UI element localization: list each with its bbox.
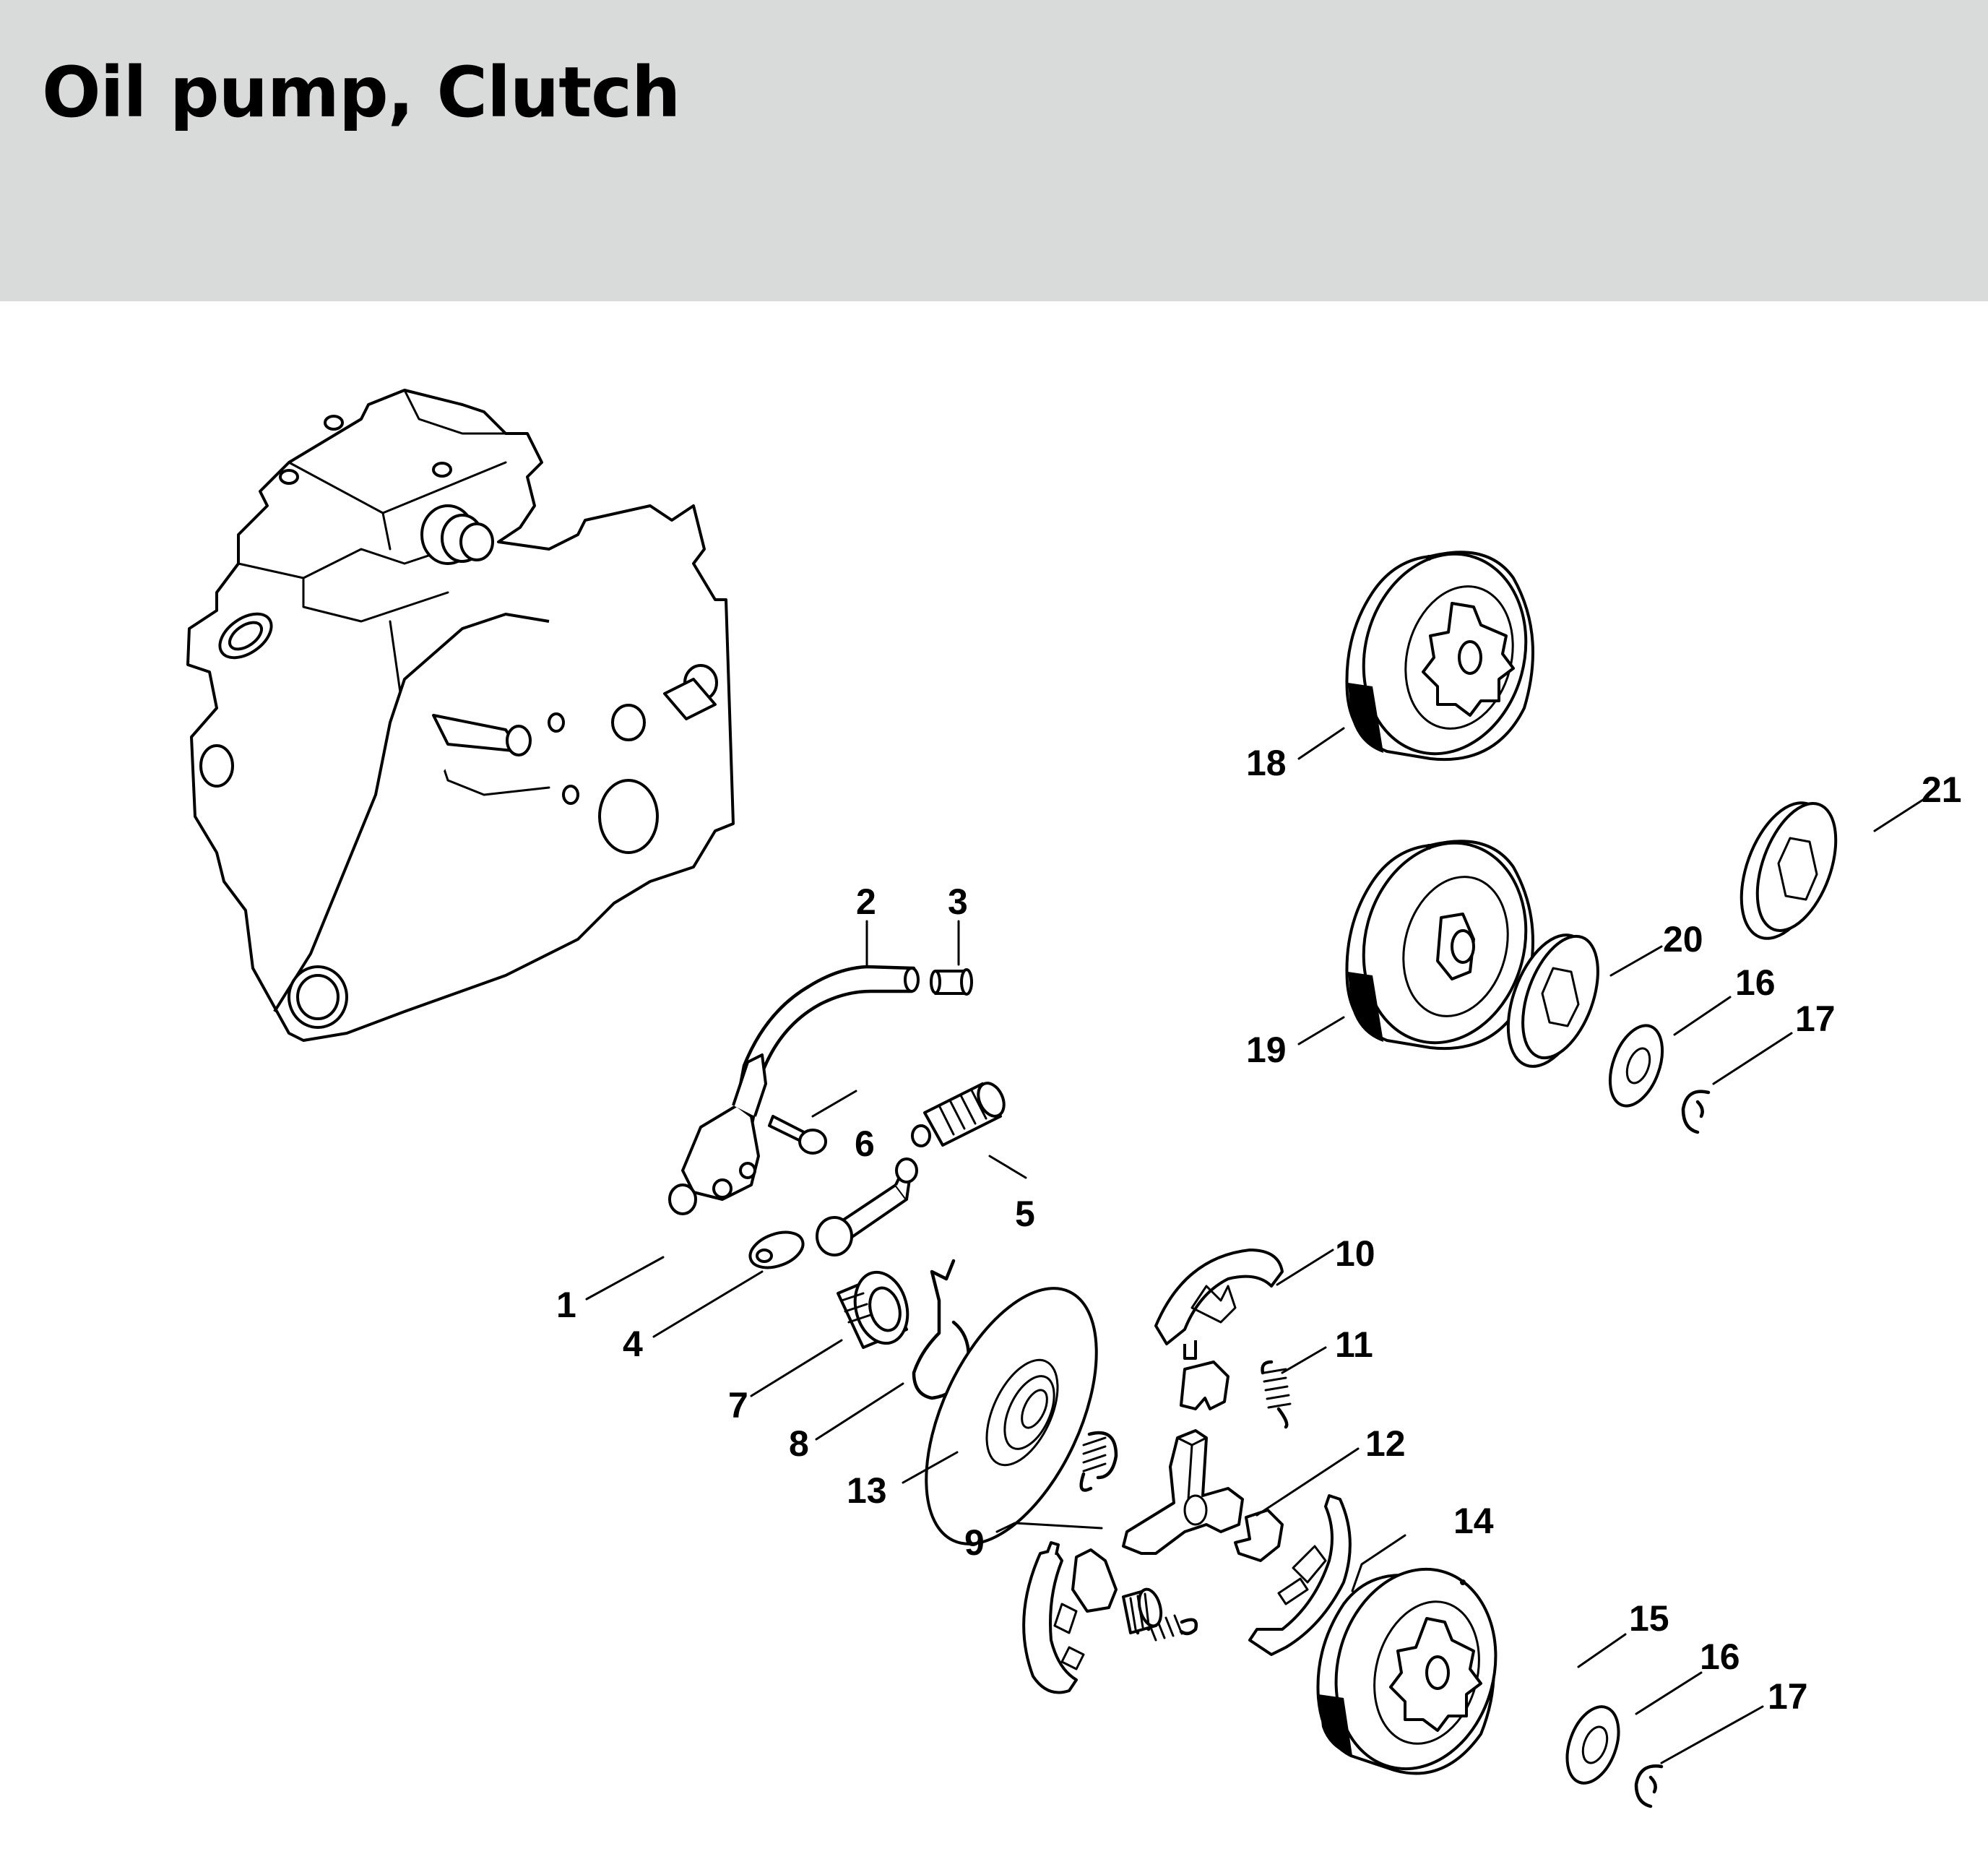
clutch-drum-rim-drawing xyxy=(1345,840,1534,1051)
leader-1 xyxy=(585,1256,665,1301)
clutch-shoe-upper-drawing xyxy=(1154,1249,1284,1360)
callout-2[interactable]: 2 xyxy=(856,881,876,922)
leader-7 xyxy=(750,1339,843,1397)
leader-4 xyxy=(652,1270,764,1338)
callout-13[interactable]: 13 xyxy=(847,1470,887,1511)
callout-20[interactable]: 20 xyxy=(1663,919,1703,960)
callout-21[interactable]: 21 xyxy=(1922,769,1962,810)
clutch-drum-alt-drawing xyxy=(1345,551,1534,762)
callout-1[interactable]: 1 xyxy=(556,1285,576,1325)
callout-11[interactable]: 11 xyxy=(1335,1324,1373,1365)
callout-18[interactable]: 18 xyxy=(1246,743,1287,783)
leader-18 xyxy=(1297,727,1345,760)
leader-10 xyxy=(1276,1249,1334,1286)
crankcase-bolt-right xyxy=(611,664,718,741)
leader-lines xyxy=(585,727,1927,1764)
leader-8 xyxy=(815,1382,904,1441)
leader-14 xyxy=(1351,1534,1406,1592)
clutch-shoe-right-drawing xyxy=(1248,1494,1352,1656)
callout-12[interactable]: 12 xyxy=(1365,1423,1406,1464)
leader-17a xyxy=(1660,1705,1764,1764)
engine-crankcase-drawing xyxy=(186,389,735,1042)
page-title: Oil pump, Clutch xyxy=(42,52,680,133)
callout-17a[interactable]: 17 xyxy=(1768,1676,1808,1717)
crankcase-shaft-lower xyxy=(432,714,532,756)
callout-17b[interactable]: 17 xyxy=(1795,999,1836,1039)
washer-disc-drawing xyxy=(925,1287,1098,1545)
leader-13 xyxy=(902,1451,959,1484)
callout-3[interactable]: 3 xyxy=(948,881,968,922)
screw-drawing xyxy=(768,1115,827,1155)
callout-15[interactable]: 15 xyxy=(1629,1598,1669,1639)
callout-9[interactable]: 9 xyxy=(964,1522,985,1563)
leader-21 xyxy=(1873,797,1927,832)
tension-spring-left-drawing xyxy=(1079,1431,1118,1492)
leader-17b xyxy=(1712,1032,1793,1085)
crankcase-shaft-upper xyxy=(420,504,494,565)
oil-pump-drawing xyxy=(668,1053,767,1215)
callout-7[interactable]: 7 xyxy=(728,1385,748,1426)
callout-4[interactable]: 4 xyxy=(623,1324,643,1364)
clutch-shoe-left-drawing xyxy=(1022,1541,1085,1694)
callout-19[interactable]: 19 xyxy=(1246,1030,1287,1070)
carrier-left-drawing xyxy=(1071,1548,1118,1613)
clutch-drum-spur-drawing xyxy=(1316,1567,1498,1775)
tension-spring-upper-drawing xyxy=(1261,1360,1292,1429)
leader-6 xyxy=(811,1090,857,1118)
callout-6[interactable]: 6 xyxy=(855,1124,875,1164)
rim-sprocket-drawing xyxy=(1506,934,1599,1068)
worm-drawing xyxy=(837,1270,909,1349)
leader-19 xyxy=(1297,1016,1345,1045)
leader-16a xyxy=(1635,1671,1703,1715)
suction-hose-drawing xyxy=(748,1157,918,1269)
callout-5[interactable]: 5 xyxy=(1015,1194,1035,1234)
callout-10[interactable]: 10 xyxy=(1335,1233,1375,1274)
washer-lower-drawing xyxy=(1565,1705,1620,1785)
clutch-hub-drawing xyxy=(1122,1429,1244,1555)
needle-cage-drawing xyxy=(1122,1587,1163,1634)
callout-14[interactable]: 14 xyxy=(1453,1501,1494,1541)
hose-connector-drawing xyxy=(930,968,973,996)
leader-16b xyxy=(1673,996,1732,1036)
leader-15 xyxy=(1577,1633,1627,1668)
leader-12 xyxy=(1256,1447,1360,1517)
callout-labels: 1 2 3 4 5 6 7 8 9 10 11 12 13 14 15 16 1… xyxy=(556,743,1962,1717)
leader-11 xyxy=(1281,1346,1327,1374)
e-clip-lower-drawing xyxy=(1634,1764,1664,1808)
leader-5 xyxy=(988,1155,1027,1179)
carrier-upper-drawing xyxy=(1180,1361,1229,1410)
washer-upper-drawing xyxy=(1608,1024,1664,1108)
callout-16b[interactable]: 16 xyxy=(1735,962,1776,1003)
rim-sprocket-alt-drawing xyxy=(1739,801,1838,940)
leader-20 xyxy=(1609,945,1663,977)
callout-8[interactable]: 8 xyxy=(789,1423,809,1464)
e-clip-upper-drawing xyxy=(1681,1090,1711,1134)
callout-16a[interactable]: 16 xyxy=(1700,1637,1740,1677)
carrier-right-drawing xyxy=(1234,1509,1284,1562)
pickup-body-drawing xyxy=(911,1082,1006,1147)
oil-hose-drawing xyxy=(731,965,920,1129)
leader-9 xyxy=(995,1522,1103,1533)
page-header: Oil pump, Clutch xyxy=(0,0,1988,301)
